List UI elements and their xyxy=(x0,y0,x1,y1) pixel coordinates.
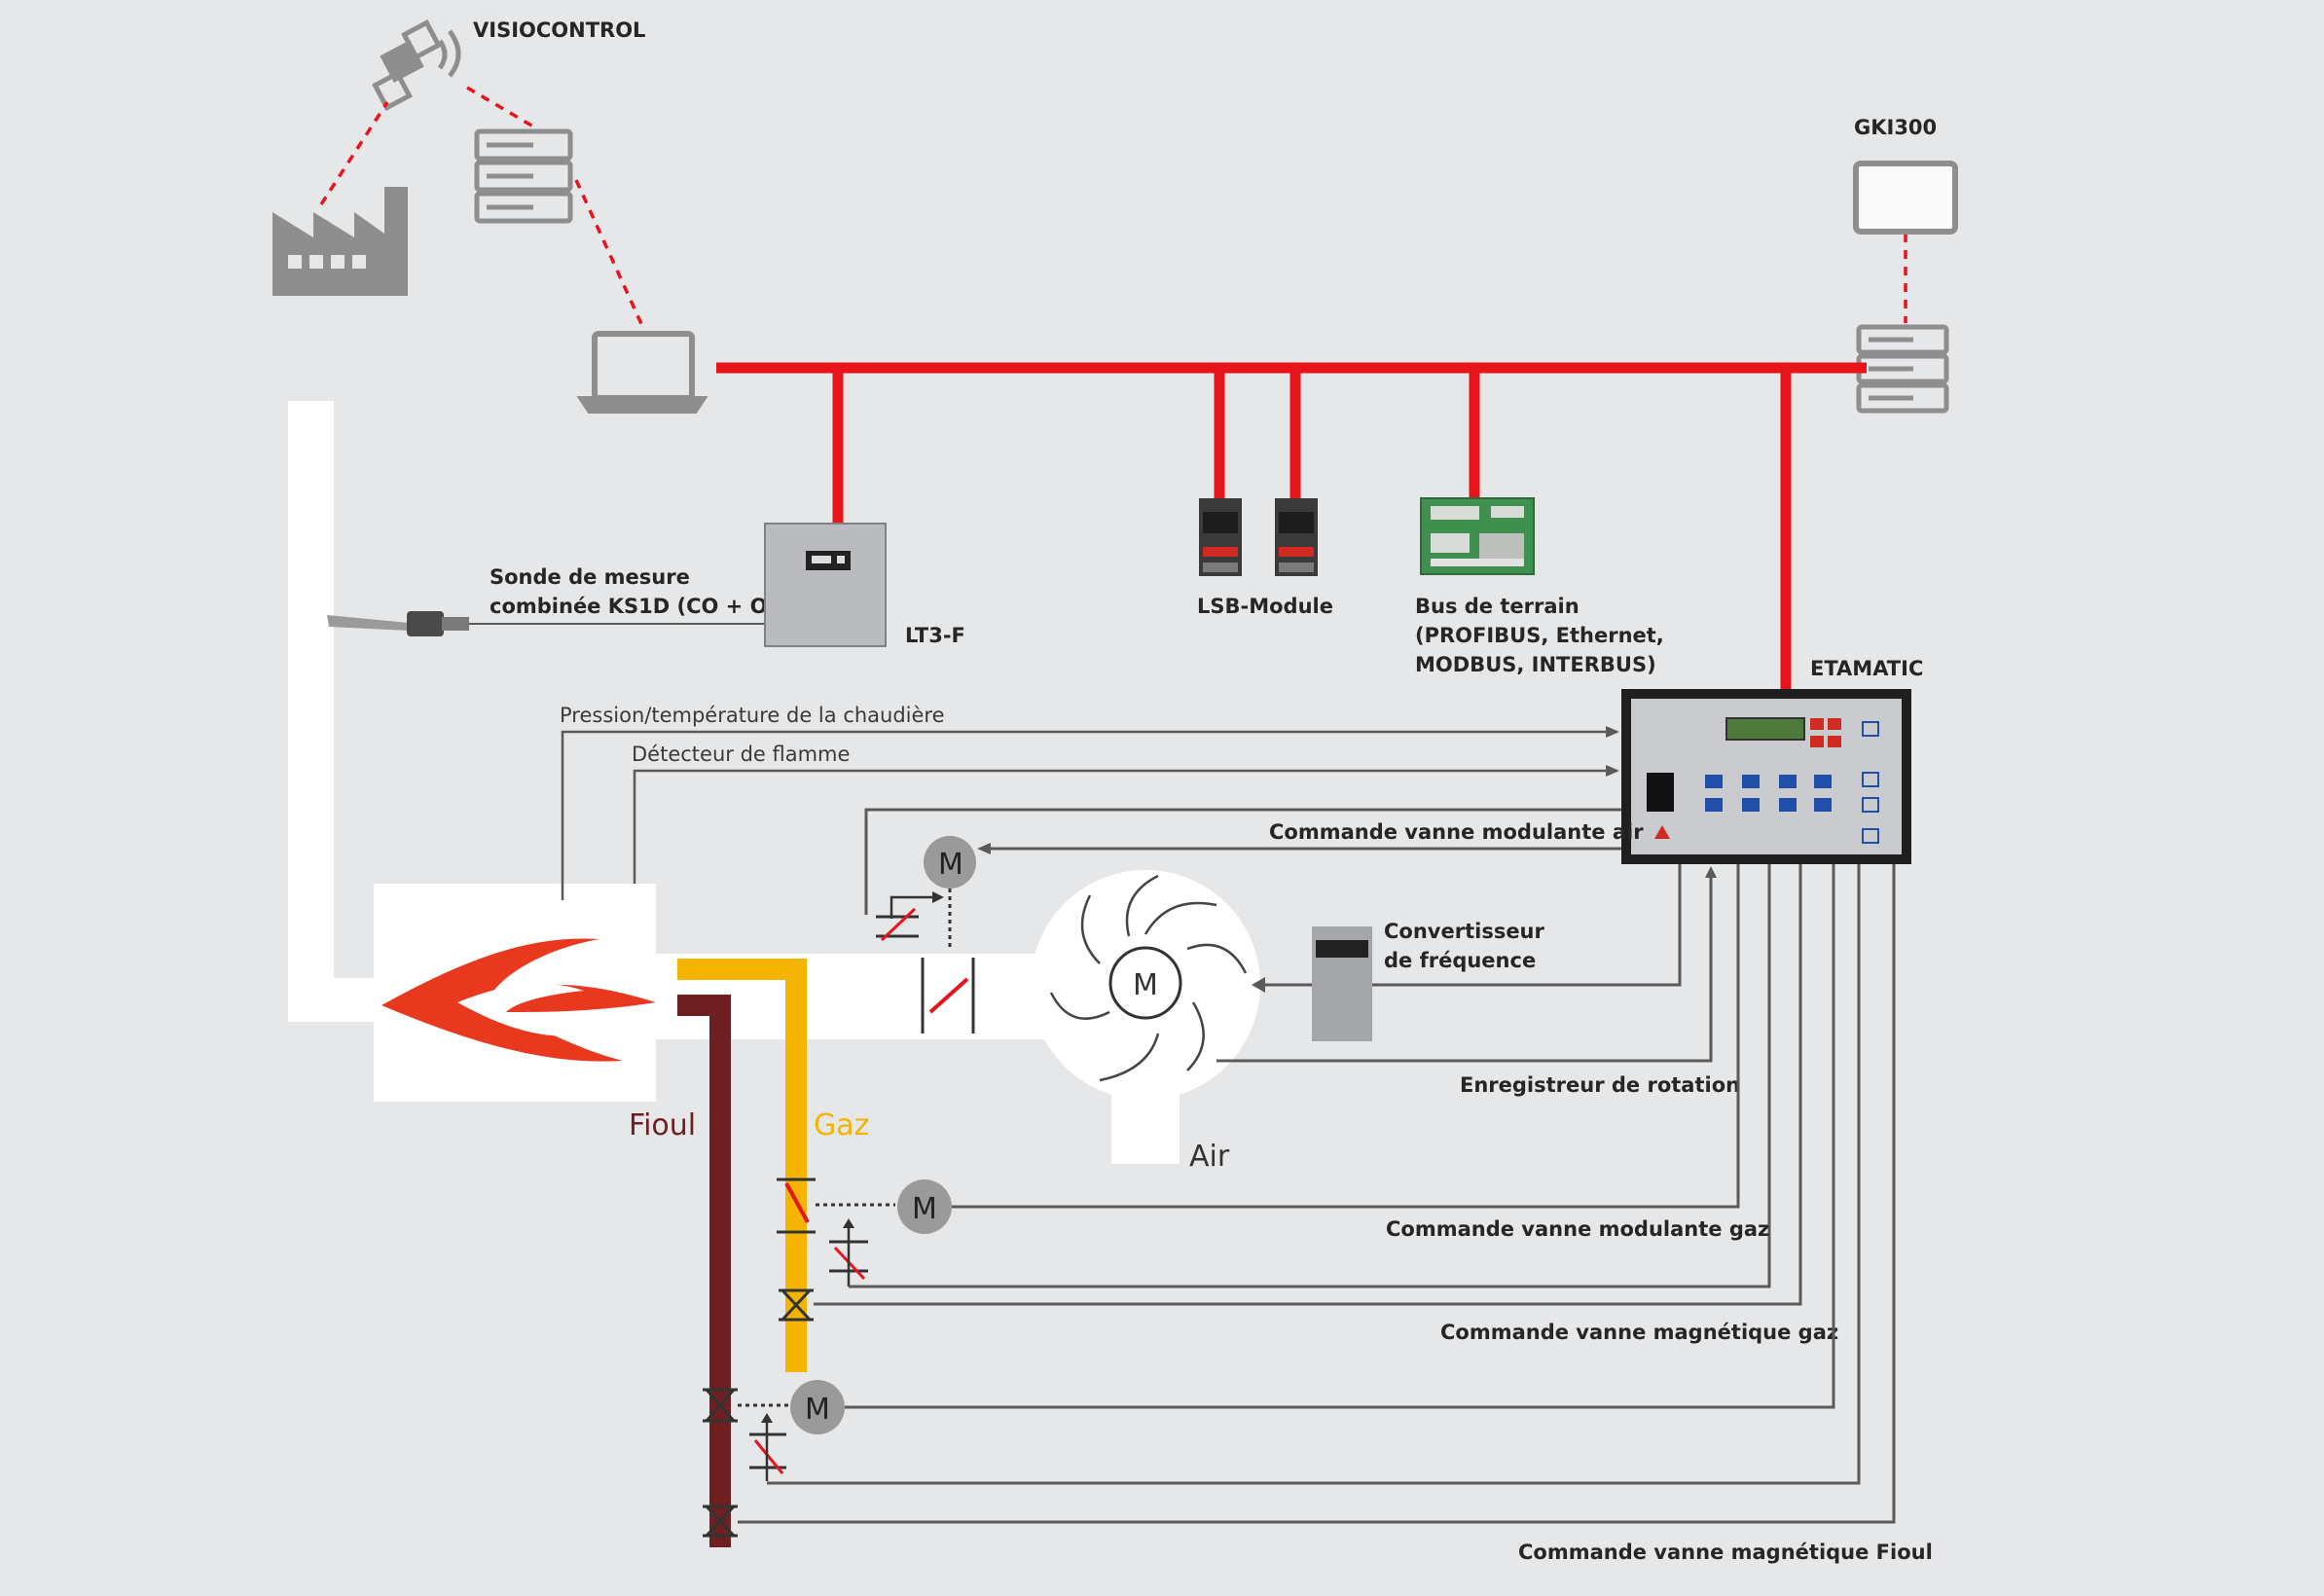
lsb-module-1 xyxy=(1199,498,1242,576)
lt3f-label: LT3-F xyxy=(905,624,965,647)
bus-terrain-label-2: (PROFIBUS, Ethernet, xyxy=(1415,624,1664,647)
air-control-lines xyxy=(864,808,1621,915)
etamatic-label: ETAMATIC xyxy=(1810,657,1923,680)
gaz-control-lines xyxy=(814,864,1802,1306)
field-bus-board xyxy=(1420,497,1535,575)
cmd-gaz-mag-label: Commande vanne magnétique gaz xyxy=(1440,1321,1838,1344)
laptop-icon xyxy=(576,331,708,414)
remote-dashed-links xyxy=(319,86,1907,327)
lsb-module-label: LSB-Module xyxy=(1197,595,1333,618)
gk300-panel-icon xyxy=(1853,161,1958,235)
air-label: Air xyxy=(1189,1140,1230,1174)
sonde-label-1: Sonde de mesure xyxy=(490,565,690,589)
air-valve-motor-label: M xyxy=(938,848,963,882)
convertisseur-label-1: Convertisseur xyxy=(1384,920,1545,943)
bus-terrain-label-1: Bus de terrain xyxy=(1415,595,1580,618)
fan-motor xyxy=(1108,946,1182,1020)
gaz-position-sensor xyxy=(829,1218,868,1287)
lsb-module-2 xyxy=(1275,498,1318,576)
air-damper-valve xyxy=(921,958,975,1034)
gaz-valve-motor xyxy=(897,1179,952,1234)
fan-blades xyxy=(1049,874,1248,1082)
fioul-valve-motor-label: M xyxy=(805,1393,830,1427)
frequency-converter xyxy=(1312,926,1372,1041)
gaz-modulating-valve xyxy=(777,1178,816,1234)
factory-icon xyxy=(272,187,408,296)
air-valve-position-sensor xyxy=(876,891,944,942)
pression-label: Pression/température de la chaudière xyxy=(560,704,945,727)
fan-motor-label: M xyxy=(1133,968,1158,1002)
fioul-valve-motor xyxy=(790,1380,845,1434)
gaz-valve-motor-label: M xyxy=(912,1192,937,1226)
flue-connector xyxy=(288,978,380,1022)
server-icon-remote xyxy=(474,128,573,224)
rotation-recorder-line xyxy=(1216,878,1713,1063)
cmd-air-label: Commande vanne modulante air xyxy=(1269,820,1644,844)
server-icon-gk xyxy=(1856,324,1949,414)
boiler-signal-lines xyxy=(561,730,1606,900)
cmd-fioul-mag-label: Commande vanne magnétique Fioul xyxy=(1518,1541,1933,1564)
converter-lines xyxy=(1265,864,1682,987)
sonde-label-2: combinée KS1D (CO + O₂) xyxy=(490,595,785,618)
etamatic-controller xyxy=(1621,689,1911,864)
convertisseur-label-2: de fréquence xyxy=(1384,949,1536,972)
air-valve-motor xyxy=(924,836,976,889)
gk300-label: GKI300 xyxy=(1854,116,1937,139)
gaz-pipe xyxy=(677,959,807,1372)
fioul-magnetic-valve-1 xyxy=(703,1388,738,1423)
lt3f-unit xyxy=(764,523,887,647)
fioul-control-lines xyxy=(738,864,1896,1524)
detecteur-label: Détecteur de flamme xyxy=(632,743,850,766)
cmd-gaz-mod-label: Commande vanne modulante gaz xyxy=(1386,1217,1769,1241)
fioul-magnetic-valve-2 xyxy=(703,1505,738,1538)
visiocontrol-label: VISIOCONTROL xyxy=(473,18,645,42)
gaz-label: Gaz xyxy=(814,1108,869,1143)
enregistreur-label: Enregistreur de rotation xyxy=(1460,1073,1740,1097)
fioul-label: Fioul xyxy=(629,1108,696,1143)
fioul-position-sensor xyxy=(749,1413,786,1481)
bus-terrain-label-3: MODBUS, INTERBUS) xyxy=(1415,653,1656,676)
probe-ks1d-icon xyxy=(327,611,469,636)
flue-chimney xyxy=(288,401,372,1022)
field-bus-lines xyxy=(716,362,1867,691)
satellite-icon xyxy=(372,19,461,111)
gaz-magnetic-valve xyxy=(779,1288,814,1322)
fioul-pipe xyxy=(677,995,731,1547)
flame-icon xyxy=(381,938,656,1062)
